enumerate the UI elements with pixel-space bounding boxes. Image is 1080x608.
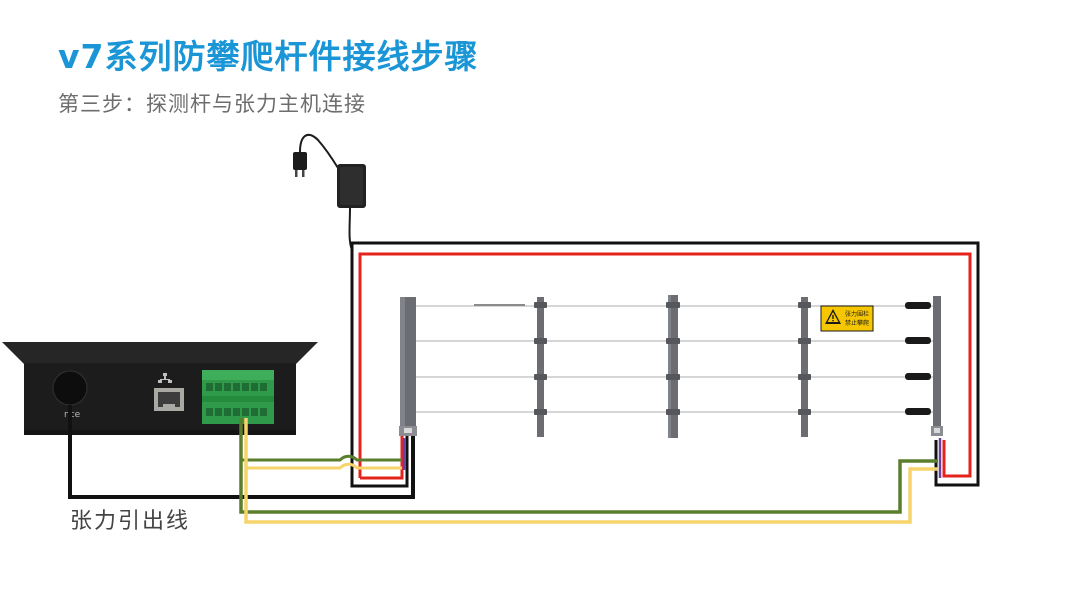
warning-sign: 张力围栏 禁止攀爬	[820, 305, 874, 332]
left-detection-post	[399, 297, 417, 436]
black-wire	[350, 241, 980, 487]
fence: 张力围栏 禁止攀爬	[399, 295, 943, 438]
warning-sign-line1: 张力围栏	[845, 310, 869, 318]
warning-sign-line2: 禁止攀爬	[845, 319, 869, 327]
intermediate-post-3	[798, 297, 811, 437]
power-adapter	[293, 133, 366, 251]
tension-host: nce	[2, 342, 318, 435]
tension-lead-wires	[68, 405, 938, 524]
tension-lead-label: 张力引出线	[70, 509, 191, 534]
host-port-label: nce	[64, 410, 81, 420]
lead-green-wire	[239, 418, 938, 514]
insulators	[905, 302, 931, 415]
lead-yellow-wire	[244, 418, 938, 524]
page-subtitle: 第三步：探测杆与张力主机连接	[58, 92, 366, 116]
intermediate-post-1	[534, 297, 547, 437]
intermediate-post-2	[666, 295, 680, 438]
terminal-block	[202, 370, 274, 424]
right-detection-post	[931, 296, 943, 436]
page-title: v7系列防攀爬杆件接线步骤	[58, 37, 479, 76]
hv-wire-loop	[350, 241, 980, 488]
network-icon	[158, 373, 172, 383]
red-wire	[358, 252, 972, 478]
warning-triangle-icon	[825, 309, 841, 324]
round-port-icon	[52, 370, 88, 406]
power-plug-icon	[293, 152, 307, 177]
